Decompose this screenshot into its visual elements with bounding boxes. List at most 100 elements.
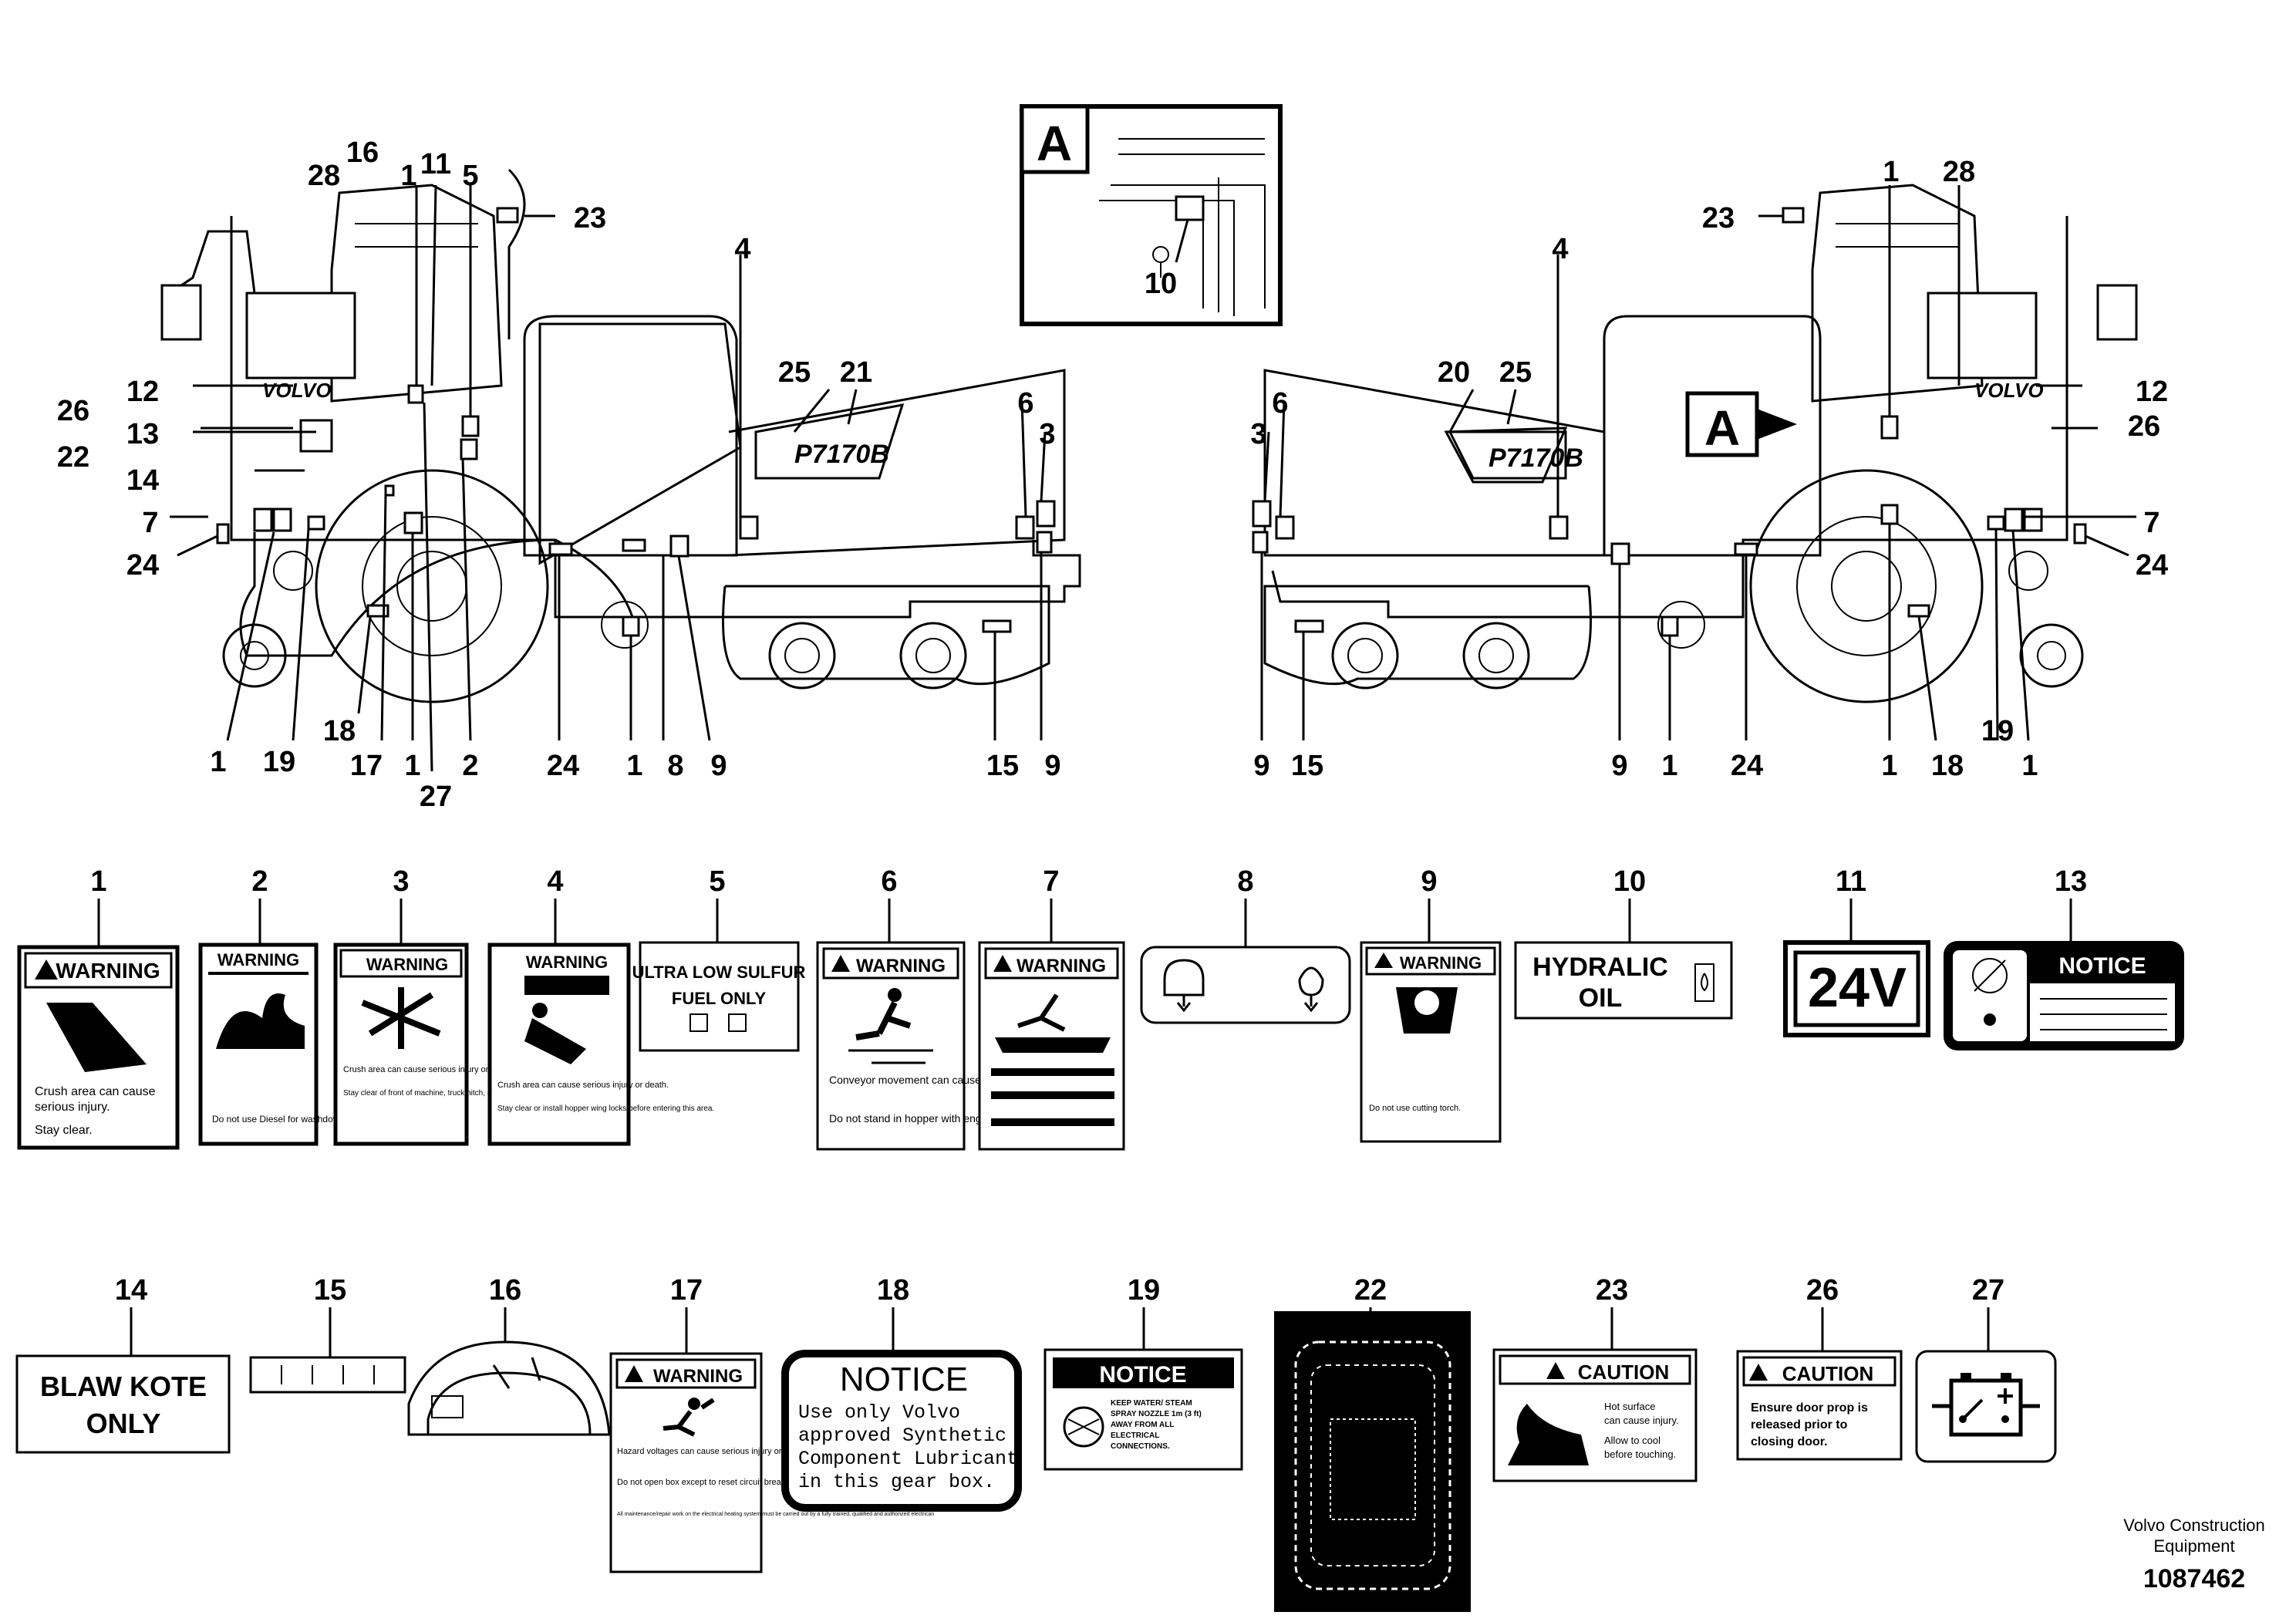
left-callout-1-top: 1 bbox=[400, 160, 416, 192]
decal-16-number: 16 bbox=[489, 1274, 521, 1307]
decal-8-number: 8 bbox=[1237, 865, 1253, 898]
decal-27-number: 27 bbox=[1972, 1274, 2004, 1307]
decal-7: 7 WARNING bbox=[978, 865, 1125, 1151]
decal-5-line-1: FUEL ONLY bbox=[672, 989, 767, 1008]
decal-10-header: HYDRALIC bbox=[1532, 953, 1668, 982]
right-callout-23: 23 bbox=[1702, 202, 1735, 234]
decal-18: 18 NOTICE Use only Volvo approved Synthe… bbox=[781, 1274, 1022, 1512]
right-callout-12: 12 bbox=[2136, 376, 2168, 408]
right-callout-3: 3 bbox=[1250, 418, 1266, 450]
decal-17-header: WARNING bbox=[653, 1366, 743, 1387]
decal-1-line-3: Stay clear. bbox=[35, 1124, 93, 1137]
decal-14-line-1: ONLY bbox=[86, 1408, 161, 1439]
decal-11-number: 11 bbox=[1836, 865, 1866, 898]
decal-1-number: 1 bbox=[90, 865, 106, 898]
decal-1-header: WARNING bbox=[56, 959, 160, 983]
decal-3-number: 3 bbox=[393, 865, 409, 898]
decal-18-number: 18 bbox=[877, 1274, 909, 1307]
decal-11: 11 24V bbox=[1783, 865, 1930, 1037]
decal-13: 13 NOTICE bbox=[1944, 865, 2184, 1050]
decal-9: 9 WARNING Do not use cutting torch. bbox=[1360, 865, 1502, 1143]
decal-15: 15 bbox=[249, 1274, 406, 1394]
right-model-badge: P7170B bbox=[1489, 443, 1583, 473]
decal-14-number: 14 bbox=[115, 1274, 147, 1307]
left-callout-1-c: 1 bbox=[626, 750, 642, 782]
decal-18-line-1: Use only Volvo bbox=[798, 1401, 960, 1424]
decal-11-header: 24V bbox=[1808, 957, 1907, 1019]
right-callout-6: 6 bbox=[1272, 387, 1288, 420]
right-callout-4: 4 bbox=[1552, 233, 1568, 265]
decal-14-header: BLAW KOTE bbox=[40, 1371, 207, 1402]
left-callout-17: 17 bbox=[350, 750, 383, 782]
decal-17-line-1: Hazard voltages can cause serious injury… bbox=[617, 1447, 807, 1456]
decal-23-header: CAUTION bbox=[1578, 1361, 1669, 1384]
footer: Volvo Construction Equipment 1087462 bbox=[2123, 1516, 2264, 1593]
decal-6-header: WARNING bbox=[856, 956, 946, 976]
left-callout-9-right: 9 bbox=[1044, 750, 1060, 782]
left-callout-2: 2 bbox=[462, 750, 478, 782]
left-callout-23: 23 bbox=[574, 202, 606, 234]
right-callout-19: 19 bbox=[1981, 715, 2014, 747]
decal-4: 4 WARNING Crush area can cause serious i… bbox=[487, 865, 714, 1146]
decal-26-header: CAUTION bbox=[1782, 1362, 1873, 1385]
right-callout-18: 18 bbox=[1931, 750, 1964, 782]
decal-26-line-1: Ensure door prop is bbox=[1751, 1401, 1868, 1415]
decal-10: 10 HYDRALIC OIL bbox=[1514, 865, 1733, 1020]
left-callout-15: 15 bbox=[986, 750, 1019, 782]
decal-22-number: 22 bbox=[1354, 1274, 1387, 1307]
right-callout-15: 15 bbox=[1291, 750, 1323, 782]
decal-13-header: NOTICE bbox=[2058, 953, 2146, 979]
left-callout-19: 19 bbox=[263, 746, 295, 778]
decal-19: 19 NOTICE KEEP WATER/ STEAM SPRAY NOZZLE… bbox=[1043, 1274, 1243, 1471]
right-callout-1-c: 1 bbox=[2021, 750, 2038, 782]
right-callout-20: 20 bbox=[1438, 356, 1470, 389]
left-callout-6: 6 bbox=[1017, 387, 1033, 420]
decal-4-line-2: Stay clear or install hopper wing locks … bbox=[497, 1104, 714, 1113]
decal-2-header: WARNING bbox=[217, 950, 299, 969]
left-callout-16: 16 bbox=[346, 137, 379, 169]
right-callout-25: 25 bbox=[1499, 356, 1532, 389]
left-brand: VOLVO bbox=[262, 379, 332, 402]
decal-4-number: 4 bbox=[547, 865, 563, 898]
decal-4-header: WARNING bbox=[526, 953, 608, 972]
decal-19-line-4: ELECTRICAL bbox=[1111, 1431, 1159, 1440]
decal-13-number: 13 bbox=[2055, 865, 2087, 898]
left-callout-24-left: 24 bbox=[126, 549, 159, 582]
decal-17-line-2: Do not open box except to reset circuit … bbox=[617, 1478, 795, 1487]
decal-19-line-2: SPRAY NOZZLE 1m (3 ft) bbox=[1111, 1410, 1202, 1418]
left-callout-3: 3 bbox=[1039, 418, 1055, 450]
right-brand: VOLVO bbox=[1974, 379, 2044, 402]
decal-19-header: NOTICE bbox=[1099, 1362, 1186, 1388]
decal-8: 8 bbox=[1140, 865, 1351, 1024]
decal-7-number: 7 bbox=[1043, 865, 1059, 898]
left-callout-26: 26 bbox=[57, 395, 89, 427]
decal-5-header: ULTRA LOW SULFUR bbox=[632, 963, 806, 982]
left-callout-22: 22 bbox=[57, 441, 89, 474]
decal-26-number: 26 bbox=[1806, 1274, 1839, 1307]
decal-17-number: 17 bbox=[670, 1274, 703, 1307]
left-callout-13: 13 bbox=[126, 418, 159, 450]
decal-18-header: NOTICE bbox=[840, 1361, 968, 1398]
right-callout-24-right: 24 bbox=[2136, 549, 2168, 582]
right-callout-9: 9 bbox=[1611, 750, 1627, 782]
decal-26-line-3: closing door. bbox=[1751, 1435, 1828, 1448]
decal-3: 3 WARNING Crush area can cause serious i… bbox=[333, 865, 596, 1146]
left-callout-7: 7 bbox=[142, 507, 158, 539]
decal-9-header: WARNING bbox=[1400, 953, 1482, 973]
left-machine-view: P7170B VOLVO bbox=[57, 137, 1081, 813]
decal-9-line-1: Do not use cutting torch. bbox=[1369, 1104, 1461, 1113]
right-machine-view: P7170B VOLVO A bbox=[1250, 156, 2168, 782]
decal-19-line-1: KEEP WATER/ STEAM bbox=[1111, 1399, 1192, 1408]
left-callout-14: 14 bbox=[126, 464, 159, 497]
decal-22: 22 bbox=[1274, 1274, 1471, 1612]
right-callout-1-b: 1 bbox=[1881, 750, 1897, 782]
decal-4-line-1: Crush area can cause serious injury or d… bbox=[497, 1081, 669, 1090]
decal-1: 1 WARNING Crush area can cause serious i… bbox=[17, 865, 180, 1150]
left-callout-28: 28 bbox=[308, 160, 340, 192]
decal-10-number: 10 bbox=[1613, 865, 1646, 898]
inset-letter: A bbox=[1037, 116, 1072, 171]
decal-23-line-1: Hot surface bbox=[1604, 1401, 1655, 1412]
decal-1-line-2: serious injury. bbox=[35, 1101, 110, 1114]
left-callout-1-a: 1 bbox=[210, 746, 226, 778]
